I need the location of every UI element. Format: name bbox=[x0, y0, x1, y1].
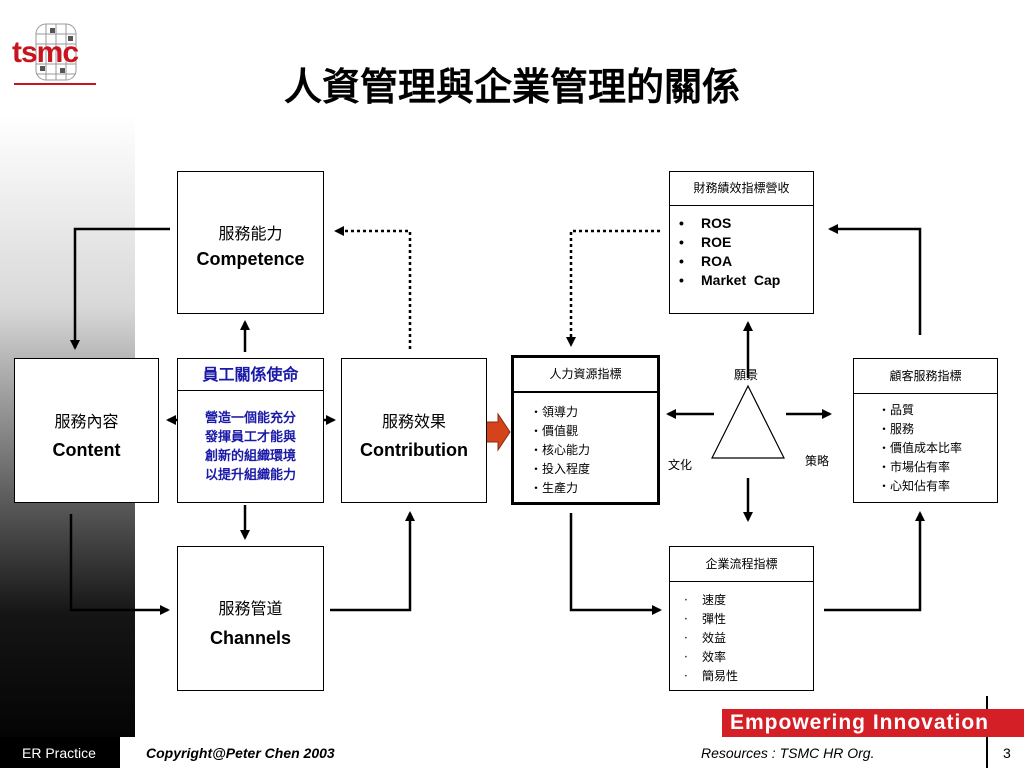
list-item: •Market Cap bbox=[679, 272, 781, 288]
content-box: 服務內容 Content bbox=[14, 358, 159, 503]
mission-text: 營造一個能充分 發揮員工才能與 創新的組織環境 以提升組織能力 bbox=[178, 409, 323, 485]
mission-line: 創新的組織環境 bbox=[204, 449, 296, 464]
list-item-text: ROS bbox=[701, 215, 732, 231]
list-item: ‧速度 bbox=[684, 593, 727, 607]
list-item: ‧效率 bbox=[684, 650, 727, 664]
list-item: ‧領導力 bbox=[530, 405, 579, 419]
hr-indicators-box: 人力資源指標 ‧領導力 ‧價值觀 ‧核心能力 ‧投入程度 ‧生產力 bbox=[511, 355, 660, 505]
list-item: •ROA bbox=[679, 253, 733, 269]
list-item: •ROE bbox=[679, 234, 732, 250]
logo-text: tsmc bbox=[12, 36, 79, 69]
process-list: ‧速度 ‧彈性 ‧效益 ‧效率 ‧簡易性 bbox=[684, 591, 738, 686]
competence-box: 服務能力 Competence bbox=[177, 171, 324, 314]
footer-practice: ER Practice bbox=[22, 745, 96, 761]
process-indicators-box: 企業流程指標 ‧速度 ‧彈性 ‧效益 ‧效率 ‧簡易性 bbox=[669, 546, 814, 691]
page-number: 3 bbox=[1003, 745, 1011, 761]
competence-zh: 服務能力 bbox=[218, 224, 283, 243]
list-item: ‧服務 bbox=[878, 422, 915, 436]
footer-divider bbox=[986, 737, 988, 768]
customer-header: 顧客服務指標 bbox=[854, 359, 997, 394]
contribution-zh: 服務效果 bbox=[381, 412, 446, 431]
financial-list: •ROS •ROE •ROA •Market Cap bbox=[679, 214, 780, 290]
list-item: ‧生產力 bbox=[530, 481, 579, 495]
list-item-text: 速度 bbox=[702, 593, 727, 607]
list-item: ‧核心能力 bbox=[530, 443, 591, 457]
page-title: 人資管理與企業管理的關係 bbox=[283, 64, 740, 109]
footer-resources: Resources : TSMC HR Org. bbox=[701, 745, 875, 761]
list-item: ‧品質 bbox=[878, 403, 915, 417]
list-item-text: 效率 bbox=[702, 650, 727, 664]
content-zh: 服務內容 bbox=[54, 412, 119, 431]
customer-list: ‧品質 ‧服務 ‧價值成本比率 ‧市場佔有率 ‧心知佔有率 bbox=[878, 401, 962, 496]
mission-line: 營造一個能充分 bbox=[204, 411, 296, 426]
mission-line: 以提升組織能力 bbox=[204, 468, 296, 483]
footer-bar: ER Practice Copyright@Peter Chen 2003 Re… bbox=[0, 737, 1024, 768]
channels-zh: 服務管道 bbox=[218, 599, 283, 618]
list-item: ‧市場佔有率 bbox=[878, 460, 951, 474]
triangle-label-strategy: 策略 bbox=[805, 454, 830, 468]
contribution-en: Contribution bbox=[360, 440, 468, 460]
list-item: ‧心知佔有率 bbox=[878, 479, 951, 493]
financial-indicators-box: 財務績效指標營收 •ROS •ROE •ROA •Market Cap bbox=[669, 171, 814, 314]
tsmc-logo: tsmc bbox=[10, 22, 100, 90]
list-item: ‧價值觀 bbox=[530, 424, 579, 438]
list-item: •ROS bbox=[679, 215, 732, 231]
customer-indicators-box: 顧客服務指標 ‧品質 ‧服務 ‧價值成本比率 ‧市場佔有率 ‧心知佔有率 bbox=[853, 358, 998, 503]
list-item-text: 簡易性 bbox=[702, 669, 739, 683]
hr-indicators-header: 人力資源指標 bbox=[514, 358, 657, 393]
mission-box: 員工關係使命 營造一個能充分 發揮員工才能與 創新的組織環境 以提升組織能力 bbox=[177, 358, 324, 503]
mission-header: 員工關係使命 bbox=[178, 359, 323, 391]
list-item: ‧彈性 bbox=[684, 612, 727, 626]
contribution-box: 服務效果 Contribution bbox=[341, 358, 487, 503]
process-header: 企業流程指標 bbox=[670, 547, 813, 582]
list-item-text: 效益 bbox=[702, 631, 727, 645]
list-item: ‧投入程度 bbox=[530, 462, 591, 476]
financial-header: 財務績效指標營收 bbox=[670, 172, 813, 206]
list-item-text: ROA bbox=[701, 253, 733, 269]
competence-en: Competence bbox=[196, 249, 305, 269]
list-item-text: ROE bbox=[701, 234, 732, 250]
footer-copyright: Copyright@Peter Chen 2003 bbox=[146, 745, 335, 761]
empowering-innovation-banner: Empowering Innovation bbox=[722, 709, 1024, 737]
list-item: ‧效益 bbox=[684, 631, 727, 645]
list-item-text: 彈性 bbox=[702, 612, 727, 626]
hr-indicators-list: ‧領導力 ‧價值觀 ‧核心能力 ‧投入程度 ‧生產力 bbox=[530, 403, 590, 498]
channels-box: 服務管道 Channels bbox=[177, 546, 324, 691]
list-item: ‧價值成本比率 bbox=[878, 441, 963, 455]
content-en: Content bbox=[52, 440, 121, 460]
list-item-text: Market Cap bbox=[701, 272, 781, 288]
triangle-label-culture: 文化 bbox=[668, 458, 693, 472]
triangle-label-vision: 願景 bbox=[734, 368, 759, 382]
list-item: ‧簡易性 bbox=[684, 669, 739, 683]
mission-line: 發揮員工才能與 bbox=[204, 430, 296, 445]
footer-left-block bbox=[0, 737, 120, 768]
channels-en: Channels bbox=[209, 628, 292, 648]
